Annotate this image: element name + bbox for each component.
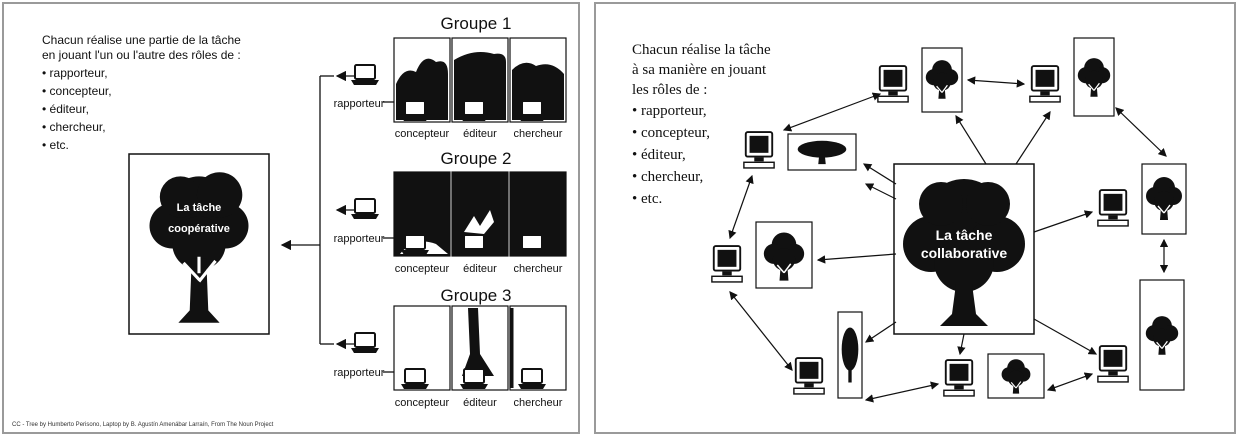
tree-icon xyxy=(903,179,1025,326)
role-label: concepteur xyxy=(395,263,450,275)
laptop-icon xyxy=(400,368,430,390)
group-3: Groupe 3 rapporteur concepteur éditeur c… xyxy=(334,286,567,409)
laptop-icon xyxy=(350,332,380,354)
group-2: Groupe 2 rapporteur concepteur éditeur c… xyxy=(334,149,567,275)
intro-line: en jouant l'un ou l'autre des rôles de : xyxy=(42,48,241,62)
computer-monitor-icon xyxy=(1028,65,1062,103)
laptop-icon xyxy=(517,100,547,122)
collaborative-diagram-canvas: Chacun réalise la tâche à sa manière en … xyxy=(632,37,1187,403)
laptop-icon xyxy=(350,198,380,220)
workstation xyxy=(1028,37,1115,117)
workstation xyxy=(1096,163,1187,235)
workstation xyxy=(876,47,963,113)
credit-line: CC - Tree by Humberto Perisono, Laptop b… xyxy=(12,422,274,428)
role-item: • chercheur, xyxy=(42,120,106,134)
intro-line: à sa manière en jouant xyxy=(632,62,767,78)
center-title: coopérative xyxy=(168,223,230,235)
intro-line: Chacun réalise une partie de la tâche xyxy=(42,33,241,47)
laptop-icon xyxy=(350,64,380,86)
group-title: Groupe 1 xyxy=(441,14,512,33)
cooperative-diagram-canvas: Chacun réalise une partie de la tâche en… xyxy=(12,14,567,428)
laptop-icon xyxy=(459,100,489,122)
laptop-icon xyxy=(459,368,489,390)
role-item: • rapporteur, xyxy=(632,103,707,119)
role-label: chercheur xyxy=(514,397,563,409)
workstation xyxy=(942,353,1045,399)
computer-monitor-icon xyxy=(876,65,910,103)
workstation xyxy=(792,311,863,399)
laptop-icon xyxy=(459,234,489,256)
laptop-icon xyxy=(517,234,547,256)
center-title: collaborative xyxy=(921,245,1008,261)
group-1: Groupe 1 rapporteur concepteur éditeur c… xyxy=(334,14,567,140)
group-title: Groupe 2 xyxy=(441,149,512,168)
workstation xyxy=(1096,279,1185,391)
reporter-label: rapporteur xyxy=(334,233,385,245)
role-item: • éditeur, xyxy=(632,147,686,163)
role-label: éditeur xyxy=(463,263,497,275)
cooperative-task-diagram: Chacun réalise une partie de la tâche en… xyxy=(2,2,580,434)
role-label: éditeur xyxy=(463,128,497,140)
center-title: La tâche xyxy=(936,227,993,243)
computer-monitor-icon xyxy=(742,131,776,169)
role-label: éditeur xyxy=(463,397,497,409)
reporter-label: rapporteur xyxy=(334,367,385,379)
reporter-label: rapporteur xyxy=(334,98,385,110)
role-item: • etc. xyxy=(42,138,69,152)
role-label: chercheur xyxy=(514,263,563,275)
laptop-icon xyxy=(400,234,430,256)
role-item: • chercheur, xyxy=(632,169,703,185)
group-title: Groupe 3 xyxy=(441,286,512,305)
computer-monitor-icon xyxy=(1096,189,1130,227)
cooperative-task-box: La tâche coopérative xyxy=(128,153,270,335)
arrows xyxy=(728,76,1169,403)
workstation xyxy=(742,131,857,171)
role-label: concepteur xyxy=(395,397,450,409)
intro-text: Chacun réalise la tâche à sa manière en … xyxy=(632,42,771,207)
computer-monitor-icon xyxy=(792,357,826,395)
center-title: La tâche xyxy=(177,202,222,214)
intro-line: Chacun réalise la tâche xyxy=(632,42,771,58)
laptop-icon xyxy=(400,100,430,122)
role-item: • etc. xyxy=(632,191,662,207)
group-connector xyxy=(280,75,334,345)
role-item: • concepteur, xyxy=(42,84,112,98)
intro-text: Chacun réalise une partie de la tâche en… xyxy=(42,33,241,152)
laptop-icon xyxy=(517,368,547,390)
role-label: concepteur xyxy=(395,128,450,140)
role-item: • éditeur, xyxy=(42,102,89,116)
computer-monitor-icon xyxy=(942,359,976,397)
role-item: • concepteur, xyxy=(632,125,710,141)
computer-monitor-icon xyxy=(1096,345,1130,383)
role-label: chercheur xyxy=(514,128,563,140)
computer-monitor-icon xyxy=(710,245,744,283)
collaborative-task-diagram: Chacun réalise la tâche à sa manière en … xyxy=(594,2,1236,434)
intro-line: les rôles de : xyxy=(632,82,707,98)
workstation xyxy=(710,221,813,289)
role-item: • rapporteur, xyxy=(42,66,108,80)
collaborative-task-box: La tâche collaborative xyxy=(893,163,1035,335)
